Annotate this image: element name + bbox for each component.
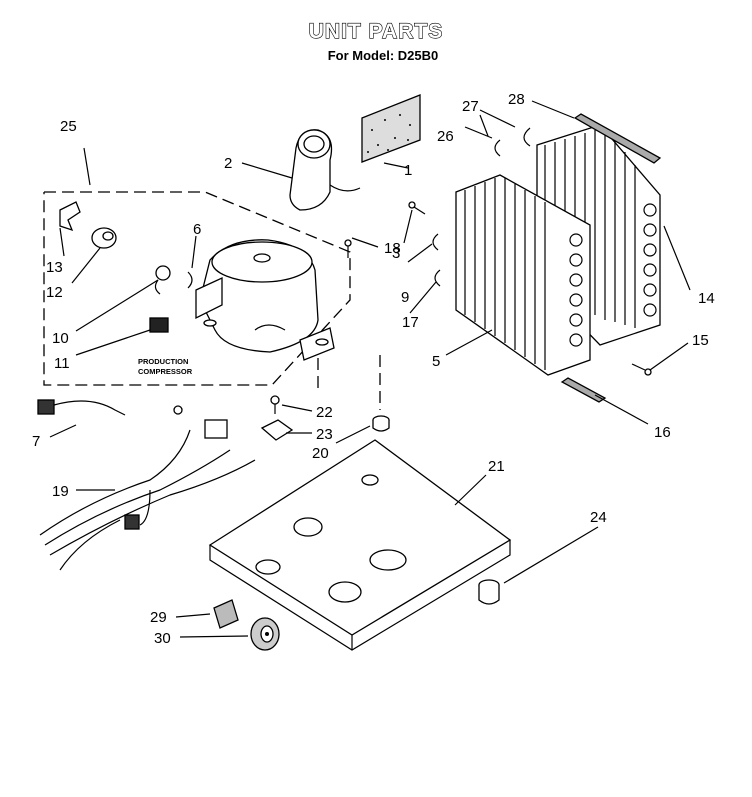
callout-12: 12 bbox=[46, 284, 63, 301]
leader-lines bbox=[49, 100, 691, 638]
callout-28: 28 bbox=[508, 91, 525, 108]
callout-7: 7 bbox=[32, 433, 40, 450]
callout-26: 26 bbox=[437, 128, 454, 145]
callout-30: 30 bbox=[154, 630, 171, 647]
terminal-cover-clip-part bbox=[59, 201, 81, 232]
compressor-assembly-boundary bbox=[43, 191, 351, 386]
callout-18: 18 bbox=[384, 240, 401, 257]
compressor-part bbox=[195, 239, 335, 361]
callout-27: 27 bbox=[462, 98, 479, 115]
wheel-30-part bbox=[250, 617, 280, 651]
relay-part bbox=[149, 317, 169, 333]
grommet-20-part bbox=[372, 415, 390, 432]
clip-26-part bbox=[494, 139, 501, 157]
overload-protector-part bbox=[154, 265, 171, 295]
callout-14: 14 bbox=[698, 290, 715, 307]
screw-3-part bbox=[408, 201, 426, 215]
callout-21: 21 bbox=[488, 458, 505, 475]
base-pan-part bbox=[208, 439, 512, 651]
callout-9: 9 bbox=[401, 289, 409, 306]
callout-23: 23 bbox=[316, 426, 333, 443]
bracket-23-part bbox=[260, 419, 294, 441]
model-subtitle: For Model: D25B0 bbox=[327, 48, 439, 63]
production-note-line1: PRODUCTION bbox=[138, 357, 188, 366]
callout-11: 11 bbox=[54, 355, 70, 372]
callout-29: 29 bbox=[150, 609, 167, 626]
screw-22-part bbox=[270, 395, 280, 414]
duct-hose-part bbox=[289, 129, 361, 211]
callout-2: 2 bbox=[224, 155, 232, 172]
clip-6-part bbox=[187, 271, 193, 289]
foam-strip-28-part bbox=[573, 113, 662, 164]
callout-1: 1 bbox=[404, 162, 412, 179]
screw-18-part bbox=[344, 239, 352, 258]
callout-20: 20 bbox=[312, 445, 329, 462]
callout-25: 25 bbox=[60, 118, 77, 135]
wire-7-part bbox=[37, 399, 126, 416]
callout-3: 3 bbox=[392, 245, 400, 262]
foam-strip-16-part bbox=[560, 377, 607, 403]
overload-cover-part bbox=[91, 227, 117, 249]
production-note-line2: COMPRESSOR bbox=[138, 367, 193, 376]
callout-16: 16 bbox=[654, 424, 671, 441]
clip-27-part bbox=[523, 127, 531, 147]
callout-24: 24 bbox=[590, 509, 607, 526]
callout-22: 22 bbox=[316, 404, 333, 421]
callout-15: 15 bbox=[692, 332, 709, 349]
clip-17-part bbox=[434, 269, 441, 287]
callout-13: 13 bbox=[46, 259, 63, 276]
evaporator-coil-part bbox=[455, 174, 591, 376]
screw-15-part bbox=[631, 363, 652, 376]
bushing-29-part bbox=[213, 599, 239, 629]
filter-pad-part bbox=[361, 94, 421, 163]
page-title: UNIT PARTS bbox=[308, 19, 444, 43]
callout-17: 17 bbox=[402, 314, 419, 331]
foot-24-part bbox=[478, 579, 500, 605]
callout-10: 10 bbox=[52, 330, 69, 347]
callout-5: 5 bbox=[432, 353, 440, 370]
callout-19: 19 bbox=[52, 483, 69, 500]
wiring-harness-part bbox=[39, 405, 256, 571]
clip-9-part bbox=[432, 233, 439, 251]
callout-6: 6 bbox=[193, 221, 201, 238]
